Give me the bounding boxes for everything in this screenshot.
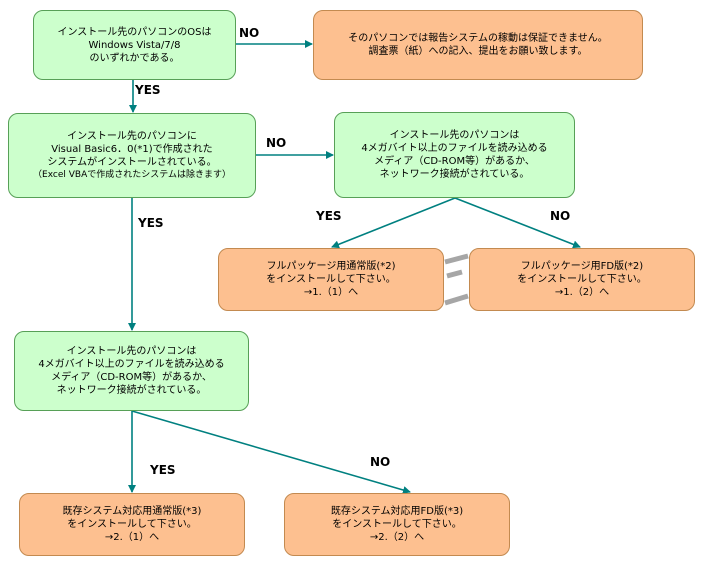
- result-existing-normal: 既存システム対応用通常版(*3) をインストールして下さい。 →2.（1）へ: [19, 493, 245, 556]
- or-separator-icon: [444, 253, 469, 306]
- result-full-package-fd: フルパッケージ用FD版(*2) をインストールして下さい。 →1.（2）へ: [469, 248, 695, 311]
- arrow-media1-yes: [331, 197, 456, 249]
- label-media2-yes: YES: [150, 463, 176, 477]
- arrow-media1-no: [454, 197, 581, 249]
- result-full-package-normal: フルパッケージ用通常版(*2) をインストールして下さい。 →1.（1）へ: [218, 248, 444, 311]
- decision-vb6-note: （Excel VBAで作成されたシステムは除きます）: [33, 169, 231, 180]
- label-os-no: NO: [239, 26, 260, 40]
- result-not-supported: そのパソコンでは報告システムの稼動は保証できません。 調査票（紙）への記入、提出…: [313, 10, 643, 80]
- decision-vb6-text: インストール先のパソコンに Visual Basic6．0(*1)で作成された …: [47, 130, 217, 168]
- result-existing-fd: 既存システム対応用FD版(*3) をインストールして下さい。 →2.（2）へ: [284, 493, 510, 556]
- decision-media-lower: インストール先のパソコンは 4メガバイト以上のファイルを読み込める メディア（C…: [14, 331, 249, 411]
- label-os-yes: YES: [135, 83, 161, 97]
- label-media1-yes: YES: [316, 209, 342, 223]
- decision-vb6: インストール先のパソコンに Visual Basic6．0(*1)で作成された …: [8, 113, 256, 198]
- decision-os: インストール先のパソコンのOSは Windows Vista/7/8 のいずれか…: [33, 10, 236, 80]
- label-vb-yes: YES: [138, 216, 164, 230]
- label-vb-no: NO: [266, 136, 287, 150]
- label-media2-no: NO: [370, 455, 391, 469]
- label-media1-no: NO: [550, 209, 571, 223]
- decision-media-upper: インストール先のパソコンは 4メガバイト以上のファイルを読み込める メディア（C…: [334, 112, 575, 198]
- arrow-media2-no: [131, 410, 411, 494]
